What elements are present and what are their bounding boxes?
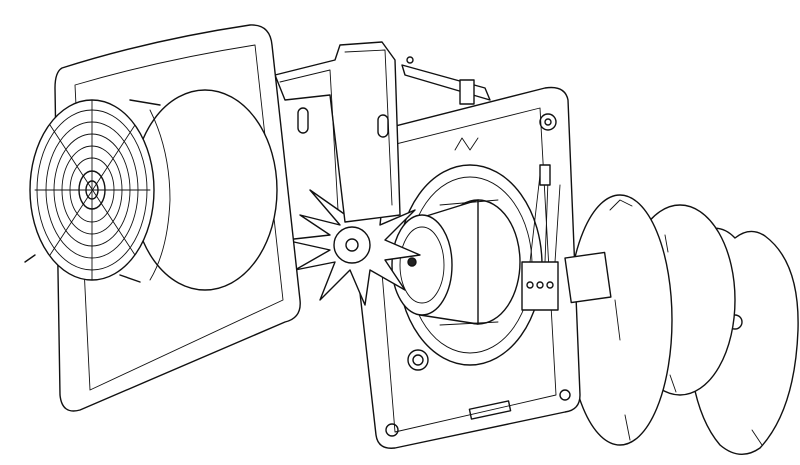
- mounting-bracket: [274, 41, 401, 223]
- grille: [24, 99, 161, 283]
- impeller: [284, 174, 421, 306]
- clip: [401, 56, 491, 105]
- terminal-block: [521, 164, 612, 311]
- motor: [391, 199, 521, 326]
- cover-disc-1: [567, 194, 673, 446]
